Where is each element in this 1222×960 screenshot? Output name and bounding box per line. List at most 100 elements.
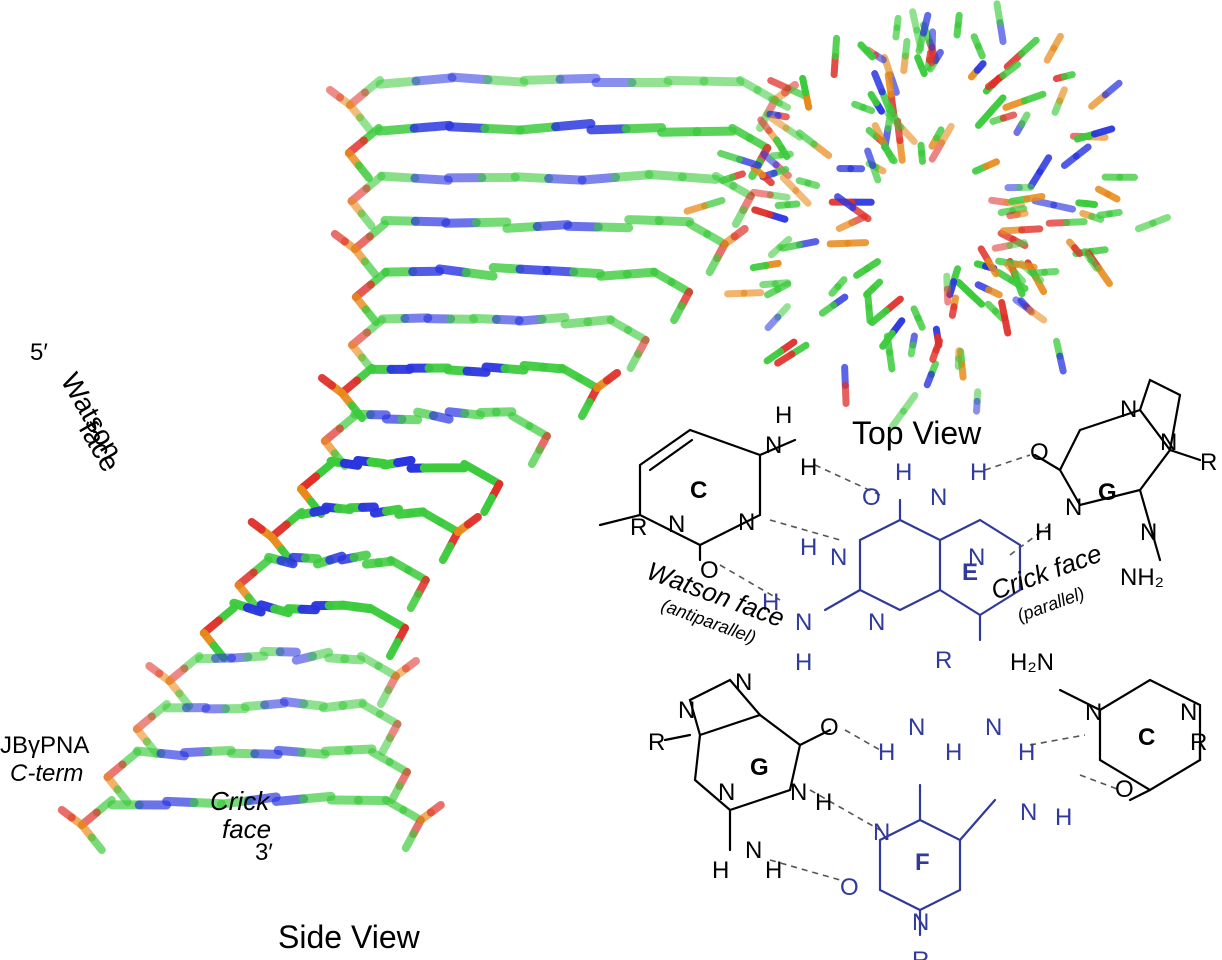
- bond-segment: [750, 164, 767, 179]
- bond-segment: [216, 796, 254, 809]
- bond-segment: [1050, 32, 1064, 52]
- atom-h: H: [800, 534, 817, 561]
- bond-segment: [340, 654, 366, 665]
- bond-segment: [1056, 86, 1068, 105]
- bond-segment: [958, 360, 967, 381]
- bond-segment: [871, 70, 886, 96]
- bond-segment: [445, 122, 490, 133]
- bond-segment: [774, 201, 792, 209]
- atom-n: N: [908, 714, 925, 741]
- bond-segment: [1149, 213, 1171, 227]
- bond-segment: [502, 221, 542, 233]
- bond-segment: [1036, 154, 1053, 176]
- base-f: F: [915, 849, 930, 876]
- base-g-top: G: [1098, 479, 1117, 506]
- bond-segment: [447, 72, 493, 85]
- bond-segment: [1006, 239, 1028, 249]
- bond-segment: [767, 77, 792, 92]
- atom-n: N: [873, 819, 890, 846]
- bond-segment: [931, 48, 944, 65]
- base-c-bottom: C: [1138, 724, 1155, 751]
- bond-segment: [779, 174, 800, 195]
- bond-segment: [657, 127, 702, 137]
- bond-segment: [113, 785, 132, 806]
- bond-segment: [1088, 212, 1105, 223]
- atom-o: O: [1115, 776, 1134, 803]
- bond-segment: [344, 744, 377, 755]
- bond-segment: [551, 119, 596, 132]
- bond-segment: [326, 86, 344, 102]
- bond-segment: [828, 282, 842, 297]
- bond-segment: [577, 172, 621, 185]
- bond-segment: [973, 60, 987, 74]
- atom-n: N: [795, 609, 812, 636]
- bond-segment: [834, 193, 857, 212]
- side-view-helix-model: [57, 72, 799, 854]
- crick-face-side-label: Crick: [210, 786, 271, 816]
- atom-n: N: [1120, 396, 1137, 423]
- atom-h: H: [878, 739, 895, 766]
- five-prime-label: 5′: [30, 339, 48, 366]
- bond-segment: [973, 397, 981, 415]
- bond-segment: [730, 225, 749, 241]
- bond-segment: [966, 289, 986, 308]
- atom-labels-bottom: N N R O G N H N N H H H N H N H N F O N …: [648, 649, 1207, 960]
- bond-segment: [841, 381, 850, 407]
- bond-segment: [954, 11, 963, 29]
- side-view-label: Side View: [278, 919, 421, 955]
- atom-n: N: [765, 432, 782, 459]
- bond-segment: [1041, 267, 1060, 276]
- atom-o: O: [862, 484, 881, 511]
- bond-segment: [934, 333, 943, 349]
- atom-nh2: NH₂: [1120, 564, 1164, 591]
- bond-segment: [865, 126, 880, 140]
- bond-segment: [970, 33, 982, 50]
- bond-segment: [621, 123, 667, 134]
- bond-segment: [938, 122, 955, 147]
- bond-segment: [867, 90, 880, 107]
- bond-segment: [831, 34, 841, 60]
- bond-segment: [378, 734, 394, 756]
- atom-o: O: [820, 714, 839, 741]
- bond-segment: [555, 73, 601, 84]
- bond-segment: [654, 216, 695, 227]
- bond-segment: [779, 241, 803, 252]
- bond-segment: [375, 76, 421, 89]
- bond-segment: [435, 264, 471, 278]
- atom-h: H: [765, 857, 782, 884]
- bond-segment: [901, 37, 911, 60]
- bond-segment: [189, 798, 226, 809]
- bond-segment: [692, 126, 737, 137]
- bond-segment: [853, 265, 871, 279]
- bond-segment: [683, 202, 709, 215]
- bond-segment: [162, 796, 199, 808]
- atom-h: H: [945, 739, 962, 766]
- bond-segment: [768, 115, 790, 132]
- bond-segment: [795, 177, 812, 187]
- bond-segment: [462, 366, 491, 377]
- bond-segment: [626, 350, 643, 372]
- bond-segment: [768, 95, 784, 107]
- bond-segment: [354, 161, 373, 182]
- bond-segment: [1087, 256, 1100, 272]
- bond-segment: [471, 217, 512, 228]
- bond-segment: [1020, 90, 1047, 105]
- bond-segment: [1008, 205, 1028, 215]
- bond-segment: [871, 122, 888, 147]
- bond-segment: [349, 550, 371, 562]
- atom-n: N: [868, 609, 885, 636]
- bond-segment: [880, 142, 893, 158]
- bond-segment: [339, 458, 363, 470]
- bond-segment: [929, 346, 940, 363]
- bond-segment: [760, 150, 780, 169]
- bond-segment: [886, 102, 898, 121]
- bond-segment: [1018, 36, 1040, 57]
- bond-segment: [307, 647, 334, 661]
- atom-n: N: [1085, 699, 1102, 726]
- bond-segment: [622, 267, 659, 279]
- bond-segment: [611, 170, 654, 182]
- atom-r: R: [1190, 729, 1207, 756]
- triad-g-f-c: [663, 678, 1202, 937]
